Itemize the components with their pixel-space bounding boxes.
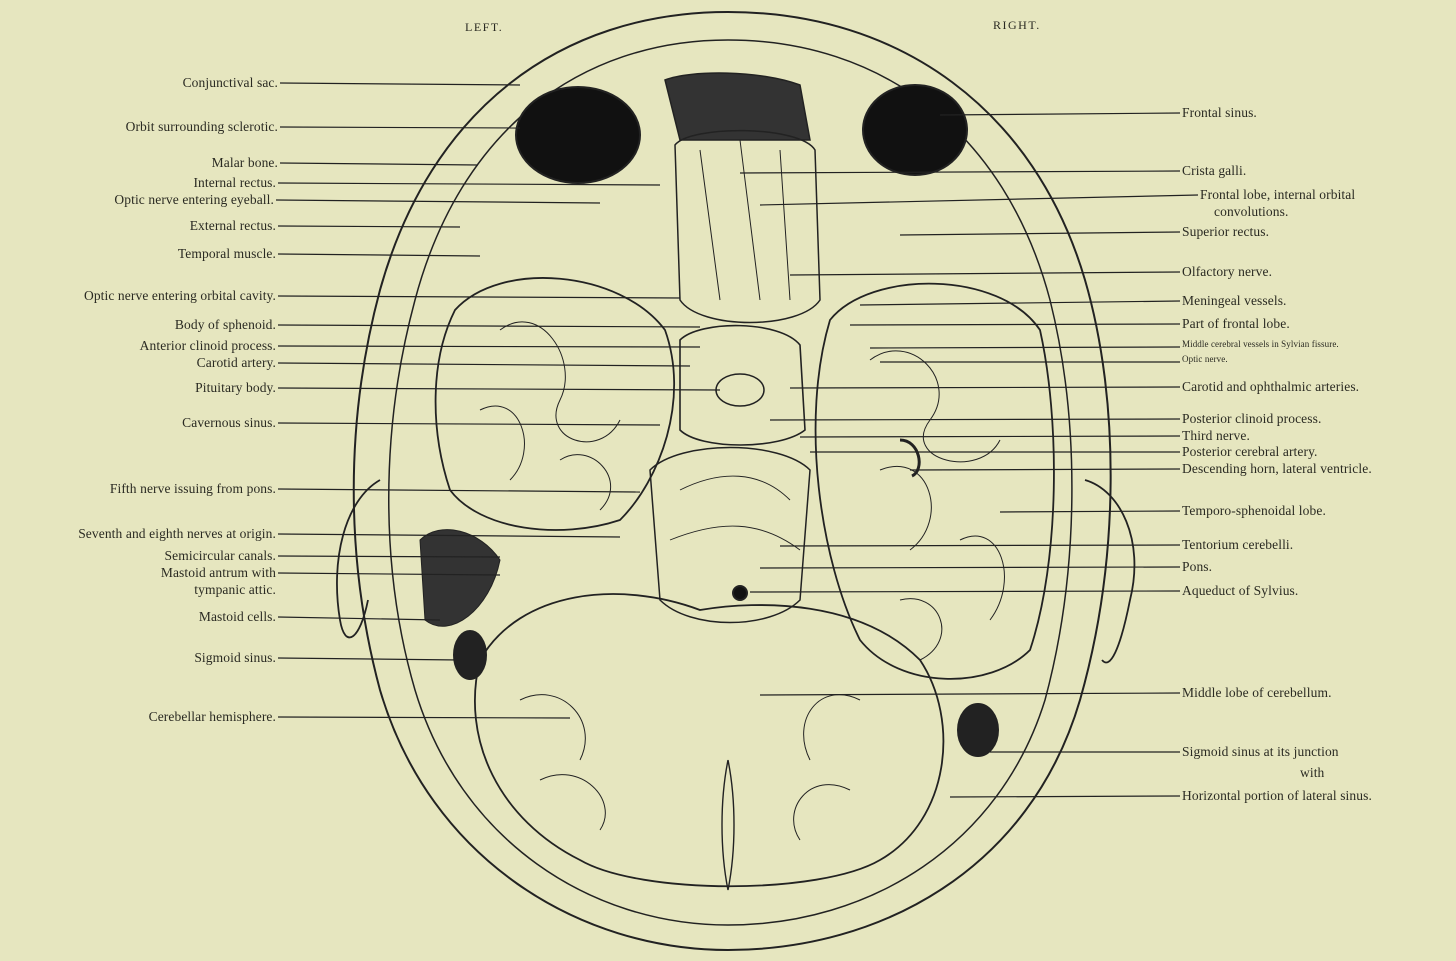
right-leader-line	[760, 567, 1180, 568]
skull-outline	[354, 12, 1111, 950]
left-label: tympanic attic.	[194, 582, 276, 597]
left-leader-line	[278, 658, 460, 660]
right-label: Optic nerve.	[1182, 354, 1228, 364]
right-label: Third nerve.	[1182, 428, 1250, 443]
right-label: Posterior cerebral artery.	[1182, 444, 1318, 459]
left-label: Fifth nerve issuing from pons.	[110, 481, 276, 496]
left-side-heading: LEFT.	[465, 20, 503, 35]
right-label: Frontal sinus.	[1182, 105, 1257, 120]
right-label: Carotid and ophthalmic arteries.	[1182, 379, 1359, 394]
left-label: Malar bone.	[212, 155, 278, 170]
right-leader-line	[800, 436, 1180, 437]
right-leader-line	[750, 591, 1180, 592]
left-leader-line	[280, 127, 520, 128]
left-label: Orbit surrounding sclerotic.	[126, 119, 278, 134]
cerebellum	[475, 594, 943, 886]
left-label: Seventh and eighth nerves at origin.	[78, 526, 276, 541]
left-leader-line	[278, 183, 660, 185]
right-leader-line	[910, 469, 1180, 470]
right-leader-line	[790, 387, 1180, 388]
left-leader-line	[278, 423, 660, 425]
right-leader-line	[950, 796, 1180, 797]
left-leader-line	[278, 254, 480, 256]
pons	[650, 448, 810, 623]
right-label: with	[1300, 765, 1324, 780]
right-leader-line	[1000, 511, 1180, 512]
left-leader-line	[278, 617, 440, 620]
skull-inner	[389, 40, 1072, 925]
left-leader-line	[280, 83, 520, 85]
right-leader-line	[940, 113, 1180, 115]
left-leader-line	[278, 325, 700, 327]
left-label: Optic nerve entering eyeball.	[114, 192, 274, 207]
left-sigmoid-sinus	[454, 631, 486, 679]
right-label: Part of frontal lobe.	[1182, 316, 1290, 331]
left-label: Conjunctival sac.	[183, 75, 278, 90]
left-label: Anterior clinoid process.	[140, 338, 276, 353]
right-label: Olfactory nerve.	[1182, 264, 1272, 279]
left-ear	[337, 480, 380, 637]
right-label: Temporo-sphenoidal lobe.	[1182, 503, 1326, 518]
frontal-orbital-region	[675, 131, 820, 323]
left-leader-line	[278, 363, 690, 366]
right-leader-line	[850, 324, 1180, 325]
right-label: Middle lobe of cerebellum.	[1182, 685, 1332, 700]
right-label: Pons.	[1182, 559, 1212, 574]
right-label: Descending horn, lateral ventricle.	[1182, 461, 1372, 476]
sphenoid-center	[680, 326, 805, 445]
right-sigmoid-sinus	[958, 704, 998, 756]
left-leader-line	[278, 226, 460, 227]
right-label: Horizontal portion of lateral sinus.	[1182, 788, 1372, 803]
right-label: Tentorium cerebelli.	[1182, 537, 1293, 552]
right-side-heading: RIGHT.	[993, 18, 1041, 33]
left-label: Cavernous sinus.	[182, 415, 276, 430]
right-leader-line	[870, 347, 1180, 348]
left-label: Cerebellar hemisphere.	[149, 709, 276, 724]
left-leader-line	[278, 489, 640, 492]
left-label: Semicircular canals.	[165, 548, 276, 563]
right-label: Middle cerebral vessels in Sylvian fissu…	[1182, 339, 1339, 349]
left-eye	[516, 87, 640, 183]
right-leader-line	[780, 545, 1180, 546]
left-label: Carotid artery.	[197, 355, 276, 370]
right-label: Frontal lobe, internal orbital	[1200, 187, 1355, 202]
right-leader-line	[740, 171, 1180, 173]
left-leader-line	[278, 388, 720, 390]
right-label: Posterior clinoid process.	[1182, 411, 1321, 426]
left-label: Pituitary body.	[195, 380, 276, 395]
left-label: Sigmoid sinus.	[194, 650, 276, 665]
left-label: Mastoid antrum with	[161, 565, 276, 580]
left-label: Mastoid cells.	[199, 609, 276, 624]
left-leader-line	[278, 717, 570, 718]
right-label: convolutions.	[1214, 204, 1288, 219]
right-eye	[863, 85, 967, 175]
left-label: External rectus.	[190, 218, 276, 233]
left-label: Temporal muscle.	[178, 246, 276, 261]
left-label: Internal rectus.	[193, 175, 276, 190]
right-label: Meningeal vessels.	[1182, 293, 1287, 308]
right-label: Crista galli.	[1182, 163, 1246, 178]
right-label: Aqueduct of Sylvius.	[1182, 583, 1298, 598]
right-leader-line	[860, 301, 1180, 305]
left-leader-line	[280, 163, 478, 165]
left-leader-line	[278, 346, 700, 347]
left-label: Optic nerve entering orbital cavity.	[84, 288, 276, 303]
right-leader-line	[760, 195, 1198, 205]
right-leader-line	[770, 419, 1180, 420]
right-label: Sigmoid sinus at its junction	[1182, 744, 1339, 759]
right-leader-line	[900, 232, 1180, 235]
left-leader-line	[278, 296, 680, 298]
right-leader-line	[790, 272, 1180, 275]
right-leader-line	[760, 693, 1180, 695]
left-mastoid	[420, 530, 500, 627]
right-label: Superior rectus.	[1182, 224, 1269, 239]
left-leader-line	[276, 200, 600, 203]
left-label: Body of sphenoid.	[175, 317, 276, 332]
